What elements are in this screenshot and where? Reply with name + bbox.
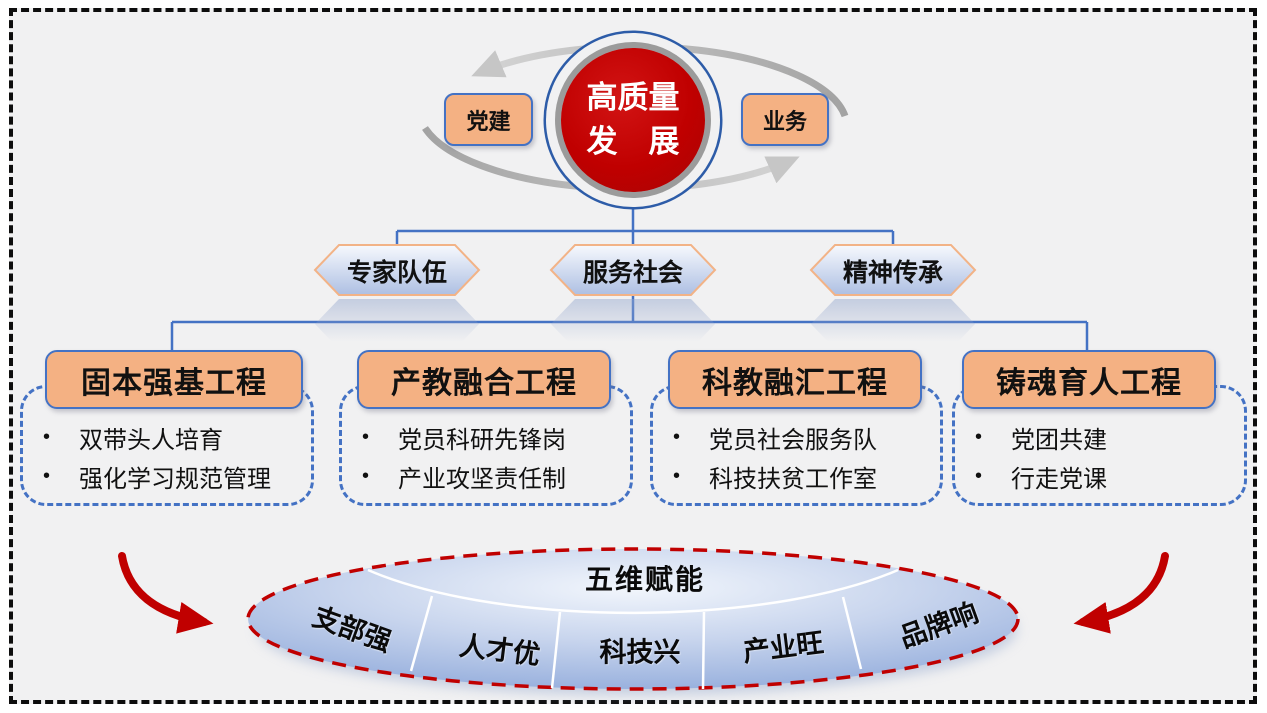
program-card-2-list: • 党员科研先锋岗 • 产业攻坚责任制 <box>342 388 630 496</box>
bullet-icon: • <box>43 426 51 448</box>
segment-talent: 人才优 <box>457 630 542 671</box>
core-line2: 发 展 <box>586 124 680 159</box>
list-item-text: 产业攻坚责任制 <box>398 466 566 493</box>
list-item-text: 科技扶贫工作室 <box>709 466 877 493</box>
bullet-icon: • <box>362 465 370 487</box>
list-item: • 党团共建 <box>975 418 1244 457</box>
bullet-icon: • <box>43 465 51 487</box>
list-item: • 党员社会服务队 <box>673 418 940 457</box>
bullet-icon: • <box>975 465 983 487</box>
list-item-text: 党员社会服务队 <box>709 427 877 454</box>
list-item: • 党员科研先锋岗 <box>362 418 630 457</box>
hexagon-label-spirit-heritage: 精神传承 <box>842 259 943 287</box>
list-item-text: 行走党课 <box>1011 466 1107 493</box>
segment-industry: 产业旺 <box>741 627 826 668</box>
segment-brand: 品牌响 <box>895 597 983 654</box>
list-item: • 双带头人培育 <box>43 418 311 457</box>
bullet-icon: • <box>673 465 681 487</box>
hexagon-2 <box>549 244 717 296</box>
empower-title: 五维赋能 <box>584 564 706 595</box>
core-line1: 高质量 <box>586 80 680 115</box>
hexagon-3 <box>809 244 977 296</box>
cycle-arrow-bottom <box>422 126 800 193</box>
list-item: • 科技扶贫工作室 <box>673 457 940 496</box>
program-title-4: 铸魂育人工程 <box>962 350 1216 409</box>
segment-dividers <box>409 595 863 690</box>
party-building-box: 党建 <box>444 93 533 146</box>
program-title-3: 科教融汇工程 <box>668 350 922 409</box>
hexagon-1-reflection <box>315 299 479 349</box>
program-card-4-list: • 党团共建 • 行走党课 <box>955 388 1244 496</box>
red-arrows <box>118 552 1169 634</box>
program-title-1: 固本强基工程 <box>45 350 303 409</box>
hexagon-3-reflection <box>811 299 975 349</box>
program-card-3-list: • 党员社会服务队 • 科技扶贫工作室 <box>653 388 940 496</box>
list-item: • 强化学习规范管理 <box>43 457 311 496</box>
hexagon-1 <box>313 244 481 296</box>
hexagon-shapes <box>313 244 977 349</box>
list-item-text: 双带头人培育 <box>79 427 223 454</box>
cycle-arrows <box>422 43 849 193</box>
segment-technology: 科技兴 <box>599 637 681 668</box>
ellipse-body <box>246 547 1020 691</box>
program-title-2: 产教融合工程 <box>357 350 611 409</box>
red-curved-arrow-left <box>118 552 214 634</box>
list-item: • 产业攻坚责任制 <box>362 457 630 496</box>
segment-strong-branch: 支部强 <box>308 601 396 658</box>
core-circle: 高质量 发 展 <box>561 48 705 192</box>
program-card-1-list: • 双带头人培育 • 强化学习规范管理 <box>23 388 311 496</box>
bullet-icon: • <box>673 426 681 448</box>
bullet-icon: • <box>975 426 983 448</box>
program-card-2: • 党员科研先锋岗 • 产业攻坚责任制 <box>339 385 633 506</box>
list-item-text: 党员科研先锋岗 <box>398 427 566 454</box>
bullet-icon: • <box>362 426 370 448</box>
business-box: 业务 <box>741 93 829 146</box>
cycle-arrow-top <box>471 43 849 118</box>
hexagon-label-serve-society: 服务社会 <box>582 259 683 287</box>
hexagon-label-expert-team: 专家队伍 <box>346 259 447 287</box>
list-item: • 行走党课 <box>975 457 1244 496</box>
empower-ellipse <box>246 547 1020 695</box>
ellipse-inner-arc <box>367 568 899 615</box>
list-item-text: 党团共建 <box>1011 427 1107 454</box>
red-curved-arrow-right <box>1073 552 1169 634</box>
list-item-text: 强化学习规范管理 <box>79 466 271 493</box>
hexagon-2-reflection <box>551 299 715 349</box>
